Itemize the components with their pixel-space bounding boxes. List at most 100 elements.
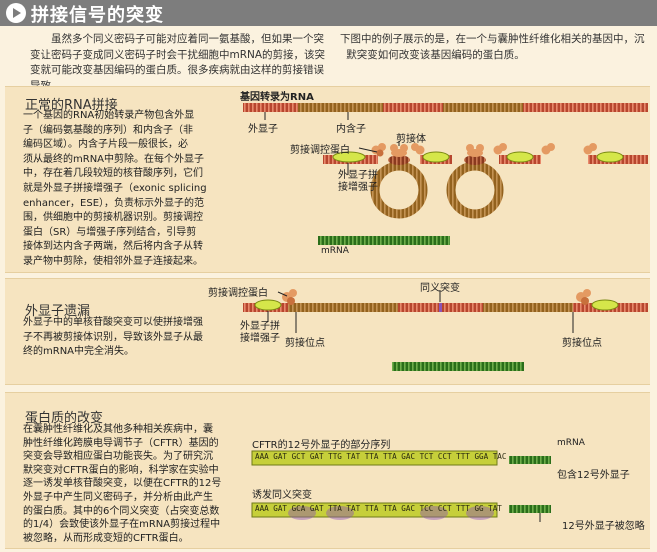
- exon-skipping-transcript: [243, 289, 648, 312]
- section2-line: 子不再被剪接体识别，导致该外显子从最: [23, 331, 203, 343]
- ese-label-line: 外显子拼: [240, 321, 280, 332]
- sr-label: 剪接调控蛋白: [290, 145, 350, 156]
- sequence-bar-mutated: [251, 502, 498, 520]
- exon-label: 外显子: [248, 124, 278, 135]
- ese-label-line: 接增强子: [240, 333, 280, 344]
- mutation-marker: [439, 303, 442, 312]
- section1-line: 接体到达内含子两端，然后将内含子从转: [23, 241, 203, 253]
- section1-line: 一个基因的RNA初始转录产物包含外显: [23, 110, 195, 121]
- section3-line: 的1/4）会致使该外显子在mRNA剪接过程中: [23, 519, 221, 531]
- page-title: 拼接信号的突变: [31, 5, 164, 26]
- intro-right-line: 默突变如何改变该基因编码的蛋白质。: [346, 48, 525, 61]
- spliced-transcript-row: [323, 143, 648, 219]
- sr-protein-icon: [282, 289, 297, 305]
- section3-line: 的蛋白质。其中的6个同义突变（占突变总数: [23, 505, 220, 517]
- sr-protein-icon: [411, 143, 425, 155]
- intro-right: 下图中的例子展示的是，在一个与囊肿性纤维化相关的基因中，沉 默突变如何改变该基因…: [340, 32, 652, 63]
- splice-site-label: 剪接位点: [562, 338, 602, 349]
- title-bar: 拼接信号的突变: [0, 0, 657, 26]
- section3-line: 肿性纤维化跨膜电导调节子（CFTR）基因的: [23, 437, 219, 449]
- splice-site-label: 剪接位点: [285, 338, 325, 349]
- ese-marker: [591, 299, 619, 311]
- exon-segment: [383, 103, 443, 112]
- mutation-highlight: [326, 506, 354, 520]
- spliceosome-icon: [388, 144, 410, 165]
- mrna-bar-with-exon12: [509, 456, 551, 464]
- intron-segment: [483, 303, 573, 312]
- section2-line: 终的mRNA中完全消失。: [23, 346, 135, 358]
- intron-segment: [288, 303, 398, 312]
- intron-segment: [298, 103, 383, 112]
- mrna-label: mRNA: [557, 438, 585, 448]
- play-arrow-icon: [6, 3, 26, 23]
- intron-label: 内含子: [336, 124, 366, 135]
- ese-marker: [422, 151, 450, 163]
- section1-line: 编码区域）。内含子片段一般很长，必: [23, 139, 188, 151]
- missense-label: 同义突变: [420, 283, 460, 294]
- ese-marker: [506, 151, 534, 163]
- section1-line: enhancer，ESE），负责标示外显子的范: [23, 197, 205, 209]
- section2-body: 外显子中的单核苷酸突变可以使拼接增强 子不再被剪接体识别，导致该外显子从最 终的…: [23, 316, 233, 360]
- sr-protein-icon: [583, 143, 597, 155]
- section3-line: 外显子中产生同义密码子，并分析由此产生: [23, 491, 213, 503]
- ese-marker: [254, 299, 282, 311]
- section2-heading: 外显子遗漏: [25, 304, 91, 319]
- sequence-bar-normal: [251, 450, 498, 466]
- intron-segment: [443, 103, 523, 112]
- mutation-highlight: [466, 506, 494, 520]
- section3-body: 在囊肿性纤维化及其他多种相关疾病中，囊 肿性纤维化跨膜电导调节子（CFTR）基因…: [23, 423, 237, 545]
- exon-segment: [523, 103, 648, 112]
- ese-marker: [332, 151, 366, 163]
- section1-line: 蛋白（SR）与增强子序列结合，引导剪: [23, 226, 197, 238]
- section1-heading: 正常的RNA拼接: [25, 98, 118, 113]
- mutation-highlight: [288, 506, 316, 520]
- sr-label: 剪接调控蛋白: [208, 288, 268, 299]
- seq-caption-mutated: 诱发同义突变: [252, 490, 312, 501]
- ese-marker: [596, 151, 624, 163]
- spliceosome-icon: [464, 144, 486, 165]
- mutation-highlight: [420, 506, 448, 520]
- section1-body: 一个基因的RNA初始转录产物包含外显 子（编码氨基酸的序列）和内含子（非 编码区…: [23, 109, 233, 270]
- section1-line: 录产物中剪除，使相邻外显子连接起来。: [23, 255, 203, 267]
- section-exon-skipping-box: [5, 278, 650, 385]
- section1-line: 中，存在着几段较短的核苷酸序列，它们: [23, 168, 203, 180]
- exon-segment: [243, 103, 298, 112]
- section3-line: 突变会导致相应蛋白功能丧失。为了研究沉: [23, 451, 213, 463]
- seq-caption-normal: CFTR的12号外显子的部分序列: [252, 440, 391, 451]
- section1-line: 围，供细胞中的剪接机器识别。剪接调控: [23, 212, 203, 224]
- mrna-label: mRNA: [321, 246, 349, 256]
- ese-label: 外显子拼 接增强子: [338, 170, 378, 194]
- intro-left: 虽然多个同义密码子可能对应着同一氨基酸，但如果一个突 变让密码子变成同义密码子时…: [30, 32, 330, 94]
- sequence-normal: AAA GAT GCT GAT TTG TAT TTA TTA GAC TCT …: [255, 452, 507, 461]
- transcript-label: 基因转录为RNA: [240, 92, 314, 103]
- intro-right-line: 下图中的例子展示的是，在一个与囊肿性纤维化相关的基因中，沉: [340, 33, 645, 45]
- sr-protein-icon: [371, 143, 386, 157]
- sr-pointer: [358, 147, 378, 153]
- section2-line: 外显子中的单核苷酸突变可以使拼接增强: [23, 317, 203, 328]
- rna-transcript-bar: [243, 103, 648, 112]
- sr-pointer: [277, 291, 288, 297]
- mrna-bar-skipped: [392, 362, 524, 371]
- section-protein-change-box: [5, 392, 650, 549]
- section3-heading: 蛋白质的改变: [25, 411, 104, 426]
- intron-loop: [446, 161, 504, 219]
- section1-line: 就是外显子拼接增强子（exonic splicing: [23, 182, 207, 194]
- section3-line: 在囊肿性纤维化及其他多种相关疾病中，囊: [23, 424, 213, 435]
- sr-protein-icon: [576, 289, 591, 305]
- section1-line: 须从最终的mRNA中剪除。在每个外显子: [23, 153, 205, 165]
- sr-protein-icon: [493, 143, 507, 155]
- ese-label-line: 外显子拼: [338, 170, 378, 181]
- intron-loop: [370, 161, 428, 219]
- ese-label-line: 接增强子: [338, 182, 378, 193]
- skipped-label: 12号外显子被忽略: [562, 521, 645, 532]
- sr-protein-icon: [541, 143, 555, 155]
- ese-label: 外显子拼 接增强子: [240, 321, 280, 345]
- section3-line: 逐一诱发单核苷酸突变，以便在CFTR的12号: [23, 478, 222, 490]
- mrna-bar-exon12-skipped: [509, 505, 551, 513]
- spliceosome-label: 剪接体: [396, 134, 426, 145]
- mrna-bar: [318, 236, 450, 245]
- sequence-mutated: AAA GAT GCA GAT TTA TAT TTA TTA GAC TCC …: [255, 504, 502, 513]
- section1-line: 子（编码氨基酸的序列）和内含子（非: [23, 124, 193, 136]
- section3-line: 被忽略，从而形成变短的CFTR蛋白。: [23, 532, 189, 544]
